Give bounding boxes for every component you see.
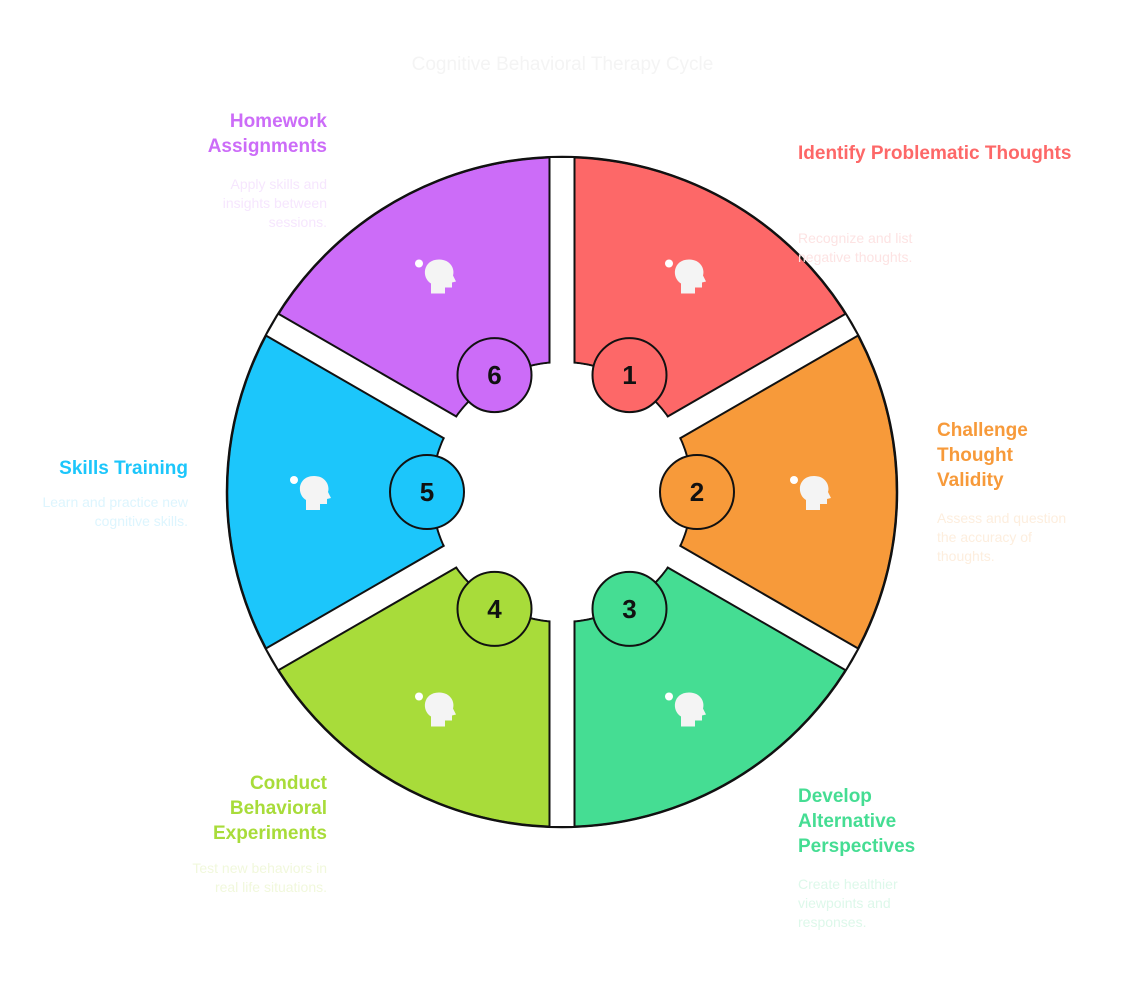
segment-gap	[667, 315, 858, 438]
center-hub	[433, 363, 691, 621]
step-4-number: 4	[487, 594, 502, 624]
diagram-title: Cognitive Behavioral Therapy Cycle	[411, 54, 714, 75]
step-1-number: 1	[622, 360, 636, 390]
step-3-badge	[591, 570, 668, 647]
segment-gap	[667, 546, 858, 669]
stressed-person-icon	[665, 259, 706, 294]
step-6-description: Apply skills and insights between sessio…	[222, 176, 327, 230]
step-2-description: Assess and question the accuracy of thou…	[937, 510, 1067, 564]
checklist-head-icon	[790, 476, 831, 510]
calendar-person-icon	[415, 259, 456, 294]
two-heads-icon	[665, 692, 706, 727]
step-2-number: 2	[690, 477, 704, 507]
step-4-description: Test new behaviors in real life situatio…	[192, 860, 327, 895]
segment-gap	[266, 546, 457, 669]
step-4-title: Conduct Behavioral Experiments	[212, 773, 327, 844]
step-5-badge	[389, 454, 465, 530]
step-6-badge	[456, 337, 533, 414]
step-5-number: 5	[420, 477, 434, 507]
step-5-title: Skills Training	[59, 458, 188, 479]
wheel-outline	[225, 155, 899, 829]
step-2-title: Challenge Thought Validity	[937, 420, 1028, 491]
step-3-description: Create healthier viewpoints and response…	[798, 876, 898, 930]
person-strategy-icon	[415, 692, 456, 727]
step-1-badge	[591, 337, 668, 414]
step-3-number: 3	[622, 594, 636, 624]
step-4-badge	[456, 570, 533, 647]
segment-gap	[266, 315, 457, 438]
step-6-title: Homework Assignments	[207, 111, 327, 157]
step-1-description: Recognize and list negative thoughts.	[798, 230, 913, 265]
brain-nodes-head-icon	[290, 476, 331, 510]
step-2-badge	[659, 454, 735, 530]
step-3-title: Develop Alternative Perspectives	[798, 786, 916, 857]
step-1-title: Identify Problematic Thoughts	[798, 143, 1072, 164]
step-5-description: Learn and practice new cognitive skills.	[42, 494, 188, 529]
step-6-number: 6	[487, 360, 501, 390]
